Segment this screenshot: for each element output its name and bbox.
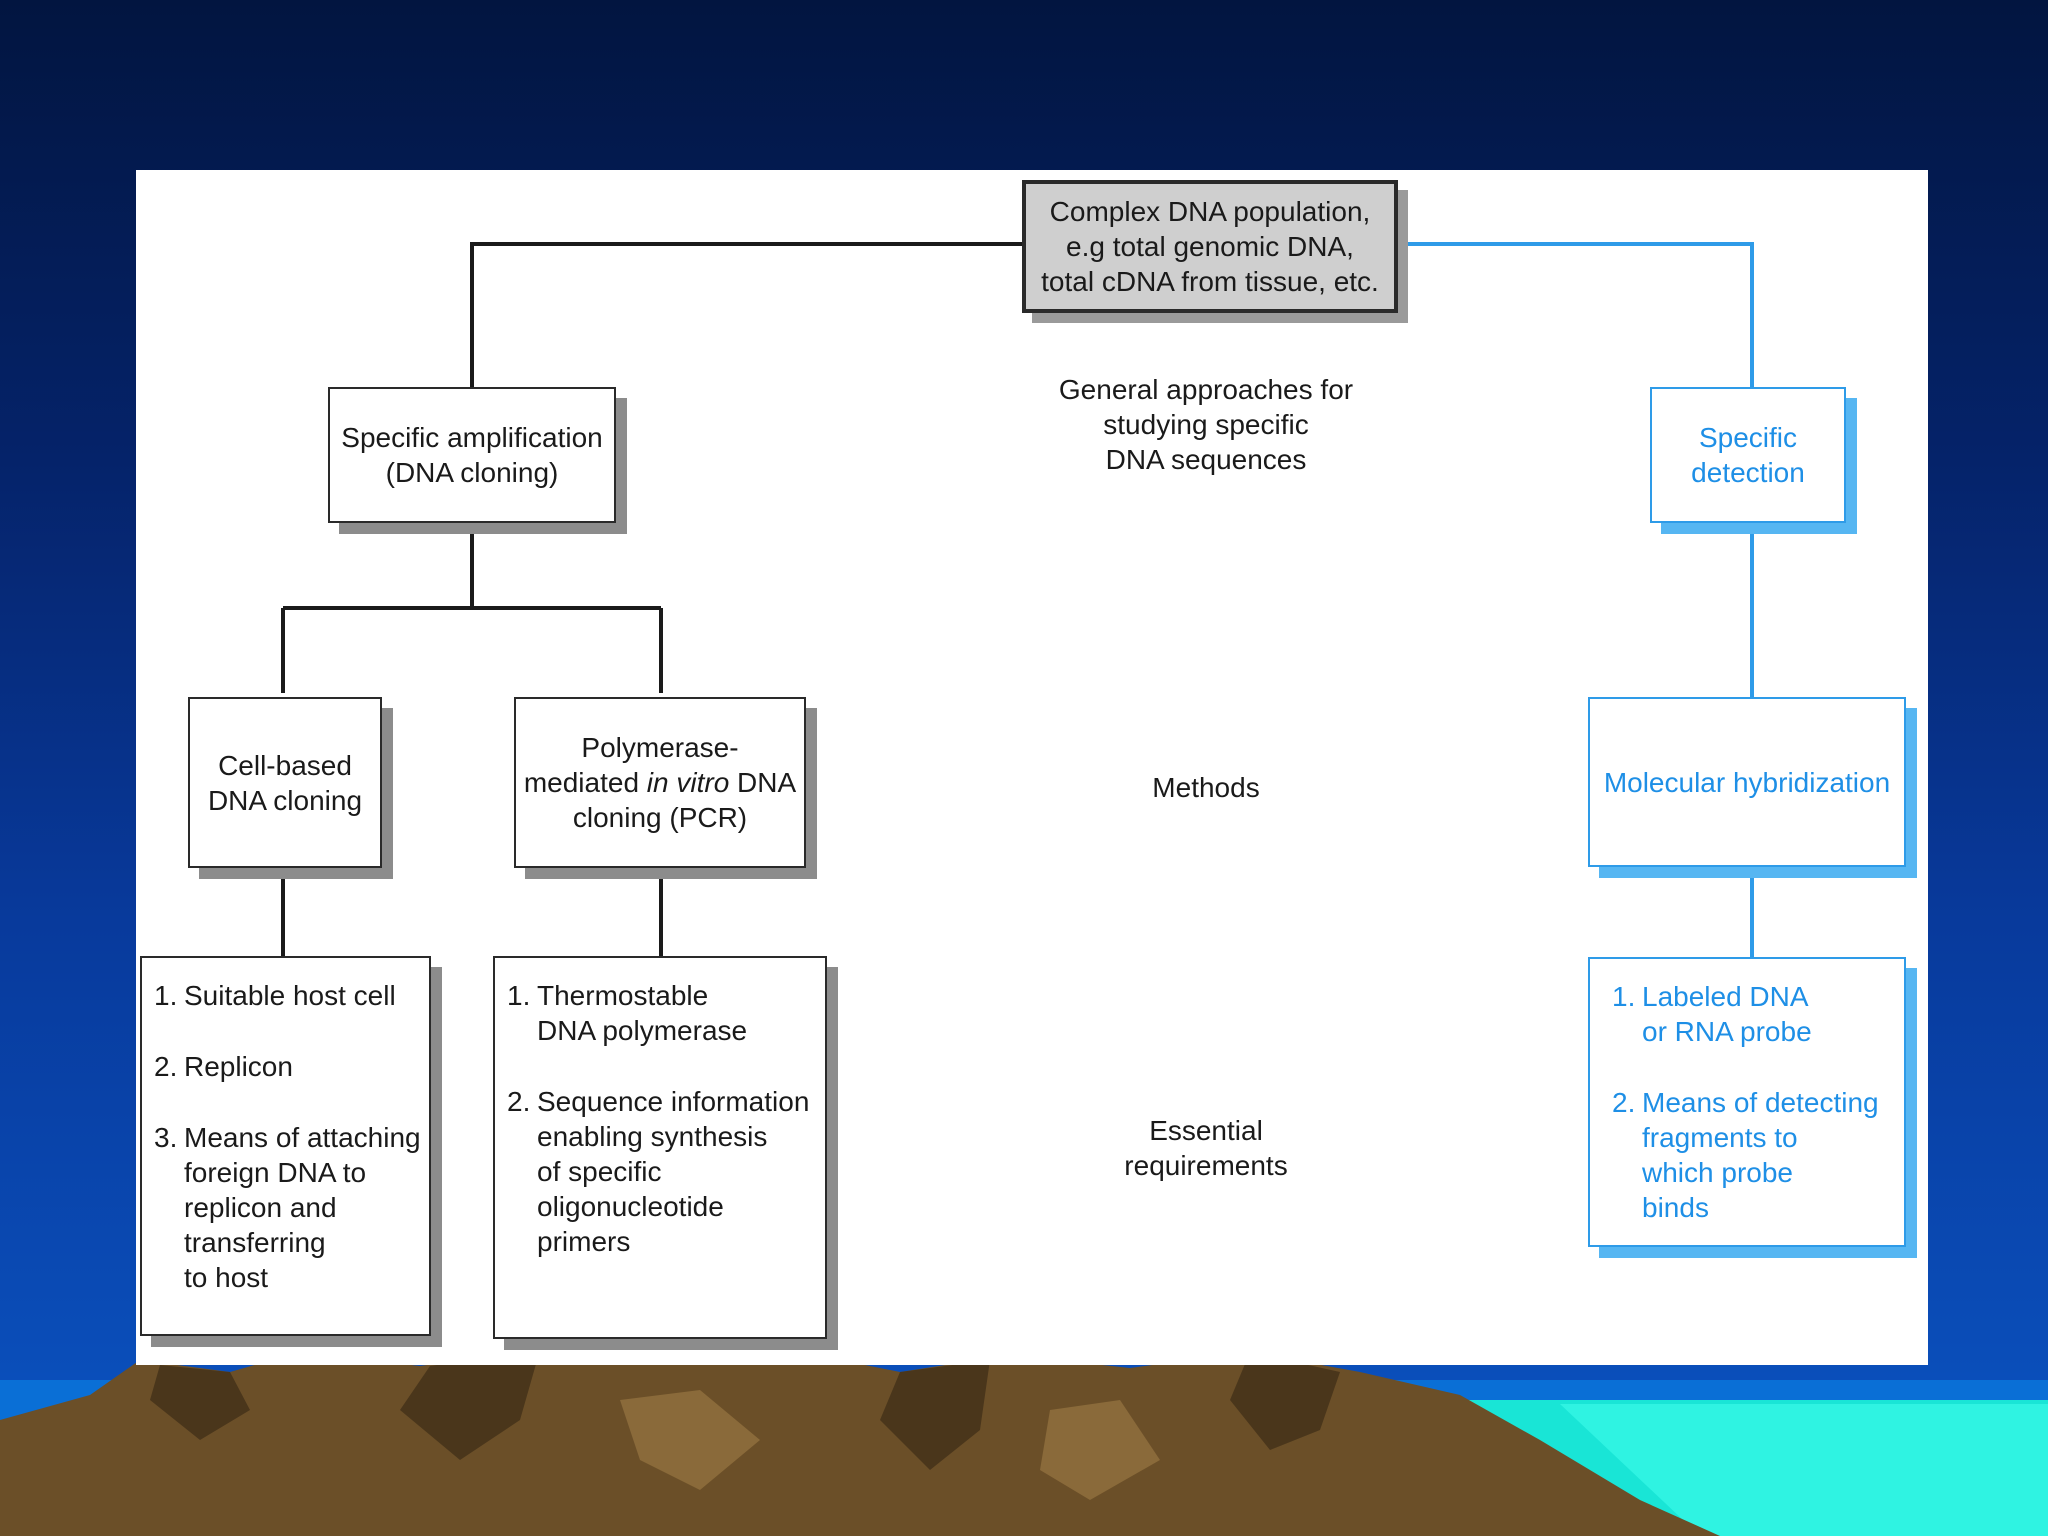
detection-line-1: Specific xyxy=(1698,422,1798,453)
requirements-line-1: Essential xyxy=(1149,1115,1263,1146)
requirement-text: binds xyxy=(1642,1192,1709,1223)
root-line-1: Complex DNA population, xyxy=(1049,196,1371,227)
requirement-text: Suitable host cell xyxy=(184,980,396,1011)
cell-based-requirements-box: 1.Suitable host cell 2.Replicon 3.Means … xyxy=(140,956,431,1336)
hybridization-requirements-box: 1.Labeled DNA or RNA probe 2.Means of de… xyxy=(1588,957,1906,1247)
essential-requirements-label: Essential requirements xyxy=(1036,1113,1376,1183)
connector-root-to-detection xyxy=(1398,242,1754,387)
requirement-item: 2.Replicon xyxy=(154,1049,421,1084)
general-approaches-label: General approaches for studying specific… xyxy=(1036,372,1376,477)
requirement-text: foreign DNA to xyxy=(184,1157,367,1188)
pcr-line-2-post: DNA xyxy=(729,767,797,798)
requirements-line-2: requirements xyxy=(1124,1150,1288,1181)
requirement-text: to host xyxy=(184,1262,269,1293)
requirement-text: transferring xyxy=(184,1227,326,1258)
pcr-line-2-pre: mediated xyxy=(523,767,647,798)
methods-label: Methods xyxy=(1036,770,1376,805)
requirement-text: Labeled DNA xyxy=(1642,981,1809,1012)
requirement-text: or RNA probe xyxy=(1642,1016,1812,1047)
cell-based-line-1: Cell-based xyxy=(218,749,352,781)
pcr-cloning-box: Polymerase- mediated in vitro DNA clonin… xyxy=(514,697,806,868)
requirement-item: 1.Suitable host cell xyxy=(154,978,421,1013)
connector-root-to-amplification xyxy=(470,242,1022,387)
requirement-item: 1.Thermostable DNA polymerase xyxy=(507,978,809,1048)
requirement-number: 2. xyxy=(154,1051,178,1082)
molecular-hybridization-box: Molecular hybridization xyxy=(1588,697,1906,867)
root-line-2: e.g total genomic DNA, xyxy=(1066,231,1354,262)
requirement-text: fragments to xyxy=(1642,1122,1798,1153)
hybridization-label: Molecular hybridization xyxy=(1603,766,1891,798)
connector-lines xyxy=(281,242,1754,957)
requirement-number: 1. xyxy=(154,980,178,1011)
requirement-text: Means of attaching xyxy=(184,1122,421,1153)
cell-based-line-2: DNA cloning xyxy=(207,784,363,816)
root-line-3: total cDNA from tissue, etc. xyxy=(1041,266,1379,297)
requirement-text: Replicon xyxy=(184,1051,293,1082)
approaches-line-1: General approaches for xyxy=(1058,374,1354,405)
requirement-text: which probe xyxy=(1642,1157,1793,1188)
methods-text: Methods xyxy=(1152,772,1260,803)
root-box-complex-dna-population: Complex DNA population, e.g total genomi… xyxy=(1022,180,1398,313)
requirement-number: 1. xyxy=(507,980,531,1011)
pcr-line-1: Polymerase- xyxy=(581,732,739,763)
requirement-text: replicon and xyxy=(184,1192,337,1223)
requirement-text: primers xyxy=(537,1226,631,1257)
requirement-text: enabling synthesis xyxy=(537,1121,768,1152)
requirement-item: 1.Labeled DNA or RNA probe xyxy=(1612,979,1879,1049)
detection-line-2: detection xyxy=(1691,457,1805,488)
approaches-line-3: DNA sequences xyxy=(1105,444,1307,475)
requirement-number: 2. xyxy=(507,1086,531,1117)
pcr-line-3: cloning (PCR) xyxy=(572,802,748,833)
amplification-line-1: Specific amplification xyxy=(341,422,603,453)
requirement-number: 1. xyxy=(1612,981,1636,1012)
requirement-text: Thermostable xyxy=(537,980,709,1011)
specific-amplification-box: Specific amplification (DNA cloning) xyxy=(328,387,616,523)
requirement-text: oligonucleotide xyxy=(537,1191,724,1222)
specific-detection-box: Specific detection xyxy=(1650,387,1846,523)
requirement-text: Means of detecting xyxy=(1642,1087,1879,1118)
approaches-line-2: studying specific xyxy=(1103,409,1309,440)
requirement-number: 2. xyxy=(1612,1087,1636,1118)
cell-based-cloning-box: Cell-based DNA cloning xyxy=(188,697,382,868)
pcr-requirements-box: 1.Thermostable DNA polymerase 2.Sequence… xyxy=(493,956,827,1339)
pcr-line-2: mediated in vitro DNA xyxy=(524,765,796,800)
amplification-line-2: (DNA cloning) xyxy=(385,457,559,488)
connector-amplification-to-methods xyxy=(281,523,663,693)
requirement-number: 3. xyxy=(154,1122,178,1153)
pcr-line-2-italic: in vitro xyxy=(646,767,730,798)
requirement-item: 2.Sequence information enabling synthesi… xyxy=(507,1084,809,1259)
requirement-text: DNA polymerase xyxy=(537,1015,748,1046)
diagram-slide: Complex DNA population, e.g total genomi… xyxy=(136,170,1928,1365)
requirement-text: of specific xyxy=(537,1156,662,1187)
requirement-text: Sequence information xyxy=(537,1086,810,1117)
requirement-item: 3.Means of attaching foreign DNA to repl… xyxy=(154,1120,421,1295)
requirement-item: 2.Means of detecting fragments to which … xyxy=(1612,1085,1879,1225)
